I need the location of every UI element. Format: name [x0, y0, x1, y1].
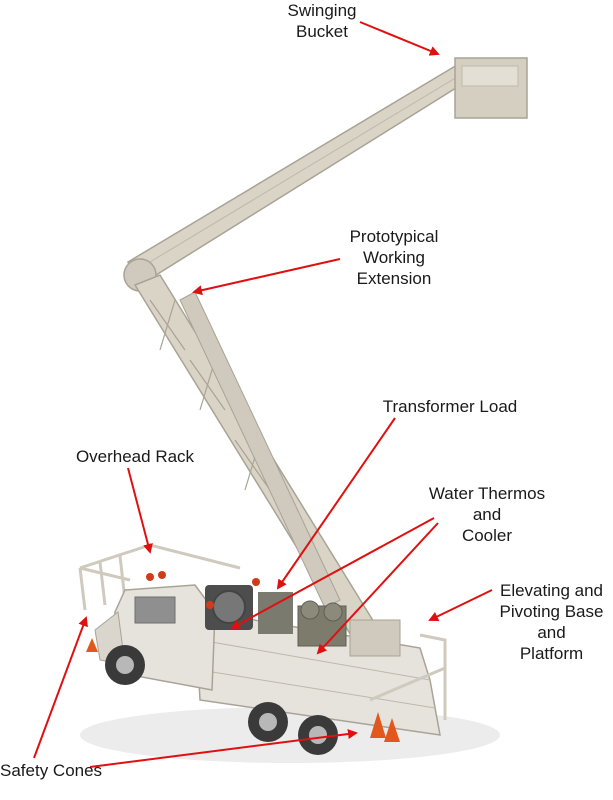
deck-equipment: [205, 585, 401, 657]
cone-rear-1: [370, 712, 386, 738]
label-transformer-load: Transformer Load: [382, 397, 518, 416]
arrow-overhead-rack: [127, 467, 153, 554]
label-safety-cones: Safety Cones: [0, 761, 103, 780]
arrow-swinging-bucket: [359, 21, 440, 56]
label-working-extension: Prototypical Working Extension: [349, 227, 439, 288]
cone-rear-2: [384, 718, 400, 742]
arrow-working-extension: [192, 258, 341, 296]
label-elevating-base: Elevating and Pivoting Base and Platform: [499, 581, 604, 663]
label-swinging-bucket: Swinging Bucket: [287, 1, 357, 41]
truck-illustration: [78, 57, 528, 763]
label-water-thermos: Water Thermos and Cooler: [428, 484, 546, 545]
arrow-safety-cones-front: [33, 616, 88, 759]
arrow-elevating-base: [428, 589, 493, 622]
arrow-water-thermos-2: [316, 522, 439, 655]
cone-front: [86, 638, 98, 652]
arrows: [33, 21, 493, 768]
boom-cylinder: [179, 291, 341, 609]
arrow-water-thermos-1: [230, 517, 435, 629]
arrow-transformer-load: [276, 417, 396, 590]
label-overhead-rack: Overhead Rack: [75, 447, 195, 466]
arrow-safety-cones-rear: [89, 729, 358, 768]
